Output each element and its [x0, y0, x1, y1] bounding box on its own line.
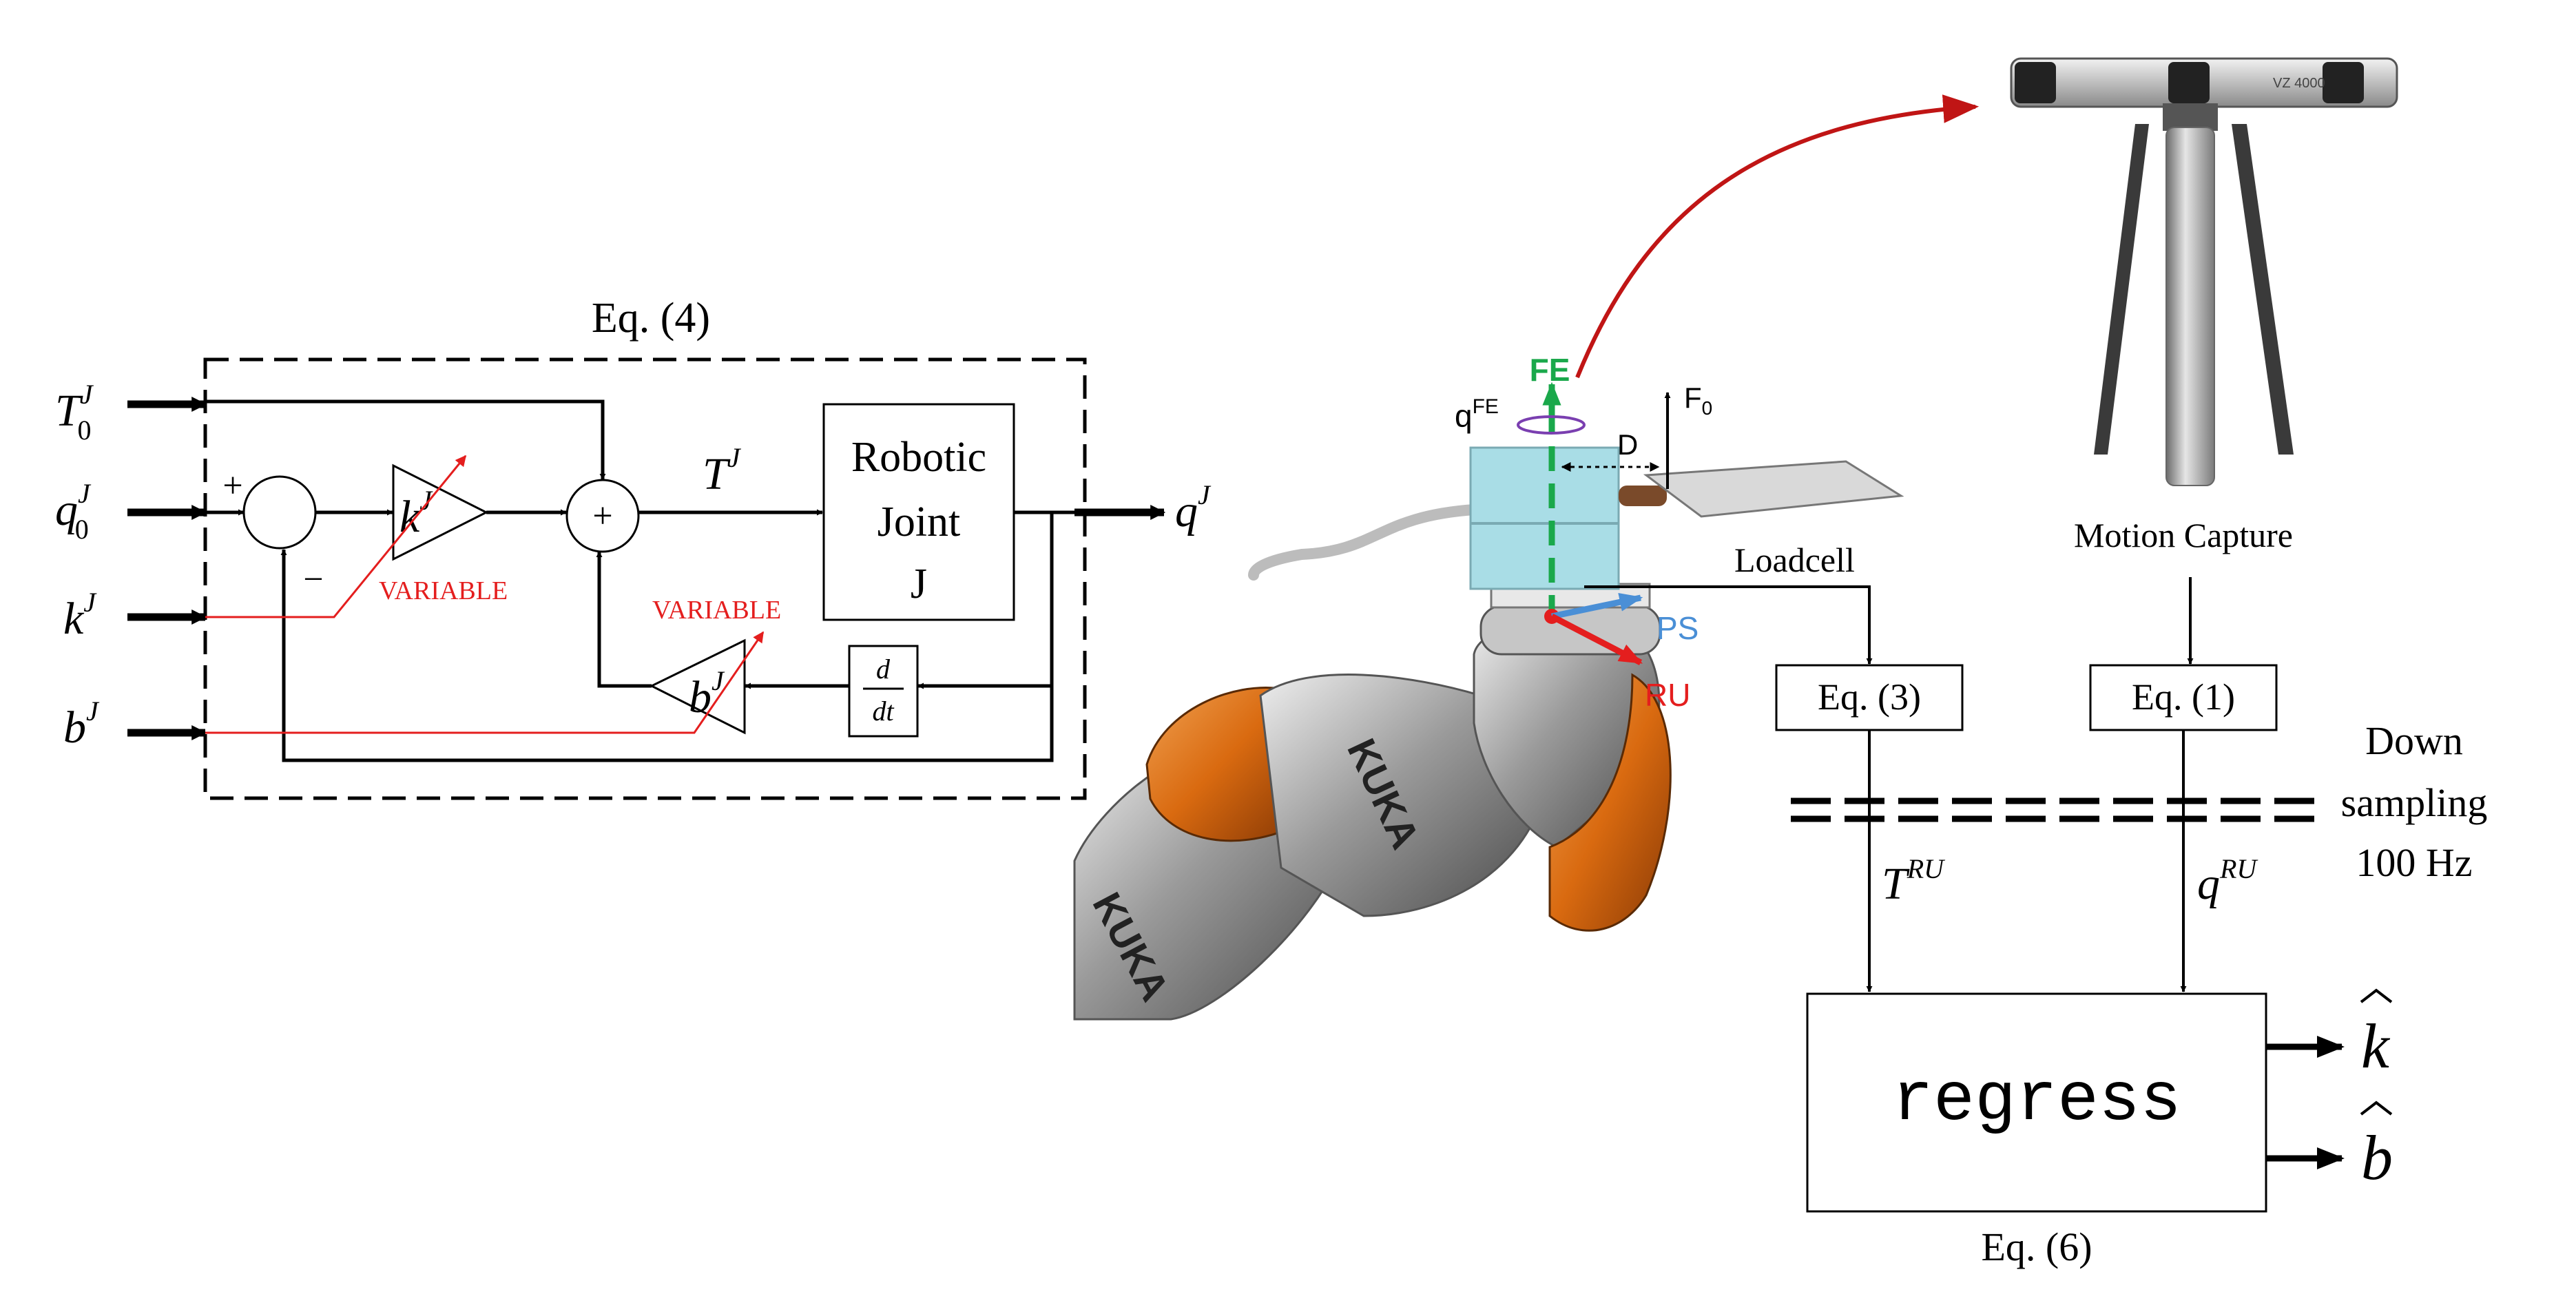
eq1-label: Eq. (1) — [2132, 676, 2235, 718]
b-variable-label: VARIABLE — [652, 596, 781, 625]
eq6-label: Eq. (6) — [1981, 1224, 2092, 1269]
tripod-leg-left — [2094, 124, 2149, 455]
torque-label: TJ — [703, 442, 742, 499]
error-junction — [242, 475, 317, 550]
plus-sign: + — [222, 466, 242, 505]
camera-lens-center — [2168, 62, 2210, 103]
estimation-pipeline: Loadcell Eq. (3) Eq. (1) Down sampling 1… — [1584, 541, 2487, 1269]
ps-axis-label: PS — [1656, 610, 1699, 646]
t-ru-label: TRU — [1882, 853, 1946, 909]
ru-axis-arrow — [1550, 614, 1643, 665]
camera-model-text: VZ 4000 — [2273, 76, 2325, 91]
regress-block — [1806, 992, 2267, 1213]
fe-axis-label: FE — [1530, 352, 1570, 388]
input-k-label: kJ — [63, 587, 97, 644]
eq3-block — [1775, 664, 1964, 731]
d-label: D — [1617, 428, 1638, 461]
b-variable-line — [205, 631, 765, 734]
robotic-joint-line-3: J — [911, 561, 927, 607]
fe-rotation-indicator — [1517, 415, 1586, 435]
capture-curve-arrow — [1575, 94, 1980, 379]
kuka-orange-cap-right — [1548, 673, 1672, 932]
regress-label: regress — [1892, 1063, 2181, 1140]
k-hat-caret — [2360, 988, 2393, 1003]
downsampling-line-2: sampling — [2341, 780, 2488, 825]
robot-illustration: KUKA KUKA FE qFE F0 D PS — [1073, 352, 1904, 1021]
handle-grip — [1619, 486, 1667, 506]
loadcell-label: Loadcell — [1734, 541, 1855, 579]
loadcell-line — [1584, 585, 1873, 665]
derivative-den: dt — [872, 696, 894, 727]
damping-to-sum-path — [596, 551, 652, 688]
b-hat-label: b — [2361, 1123, 2393, 1193]
eq1-block — [2089, 664, 2278, 731]
t0-signal-path — [205, 399, 606, 480]
eq4-dashed-box — [203, 357, 1087, 800]
motion-capture-device: VZ 4000 Motion Capture — [2010, 57, 2398, 554]
b-gain-triangle — [649, 638, 746, 735]
camera-lens-left — [2015, 62, 2056, 103]
sum-junction — [565, 479, 640, 553]
eq4-label: Eq. (4) — [592, 295, 710, 342]
k-variable-line — [205, 455, 467, 618]
sum-sign: + — [592, 497, 612, 536]
output-q-label: qJ — [1175, 479, 1212, 536]
cable — [1248, 504, 1479, 581]
k-hat-label: k — [2361, 1011, 2391, 1081]
ps-axis-arrow — [1551, 592, 1643, 620]
minus-sign: − — [303, 560, 323, 599]
f0-label: F0 — [1684, 382, 1712, 419]
camera-mount — [2163, 103, 2218, 131]
downsampling-line-1: Down — [2365, 718, 2463, 763]
position-feedback-path — [280, 512, 1054, 762]
q-ru-label: qRU — [2197, 853, 2258, 909]
tripod-pole — [2165, 127, 2215, 486]
derivative-block — [848, 645, 919, 738]
tripod-leg-right — [2232, 124, 2294, 455]
robotic-joint-line-2: Joint — [877, 499, 961, 545]
derivative-num: d — [876, 654, 891, 685]
robotic-joint-line-1: Robotic — [851, 434, 986, 481]
q-fe-label: qFE — [1455, 395, 1499, 434]
eq3-label: Eq. (3) — [1818, 676, 1921, 718]
downsampling-separator — [1791, 797, 2318, 822]
k-variable-label: VARIABLE — [379, 576, 508, 605]
force-plate — [1643, 460, 1904, 518]
b-hat-caret — [2360, 1101, 2393, 1116]
input-b-label: bJ — [63, 696, 100, 753]
ru-axis-label: RU — [1645, 677, 1690, 713]
downsampling-line-3: 100 Hz — [2356, 840, 2472, 885]
attachment-cube — [1469, 446, 1620, 590]
camera-lens-right — [2323, 62, 2364, 103]
motion-capture-label: Motion Capture — [2074, 516, 2293, 554]
